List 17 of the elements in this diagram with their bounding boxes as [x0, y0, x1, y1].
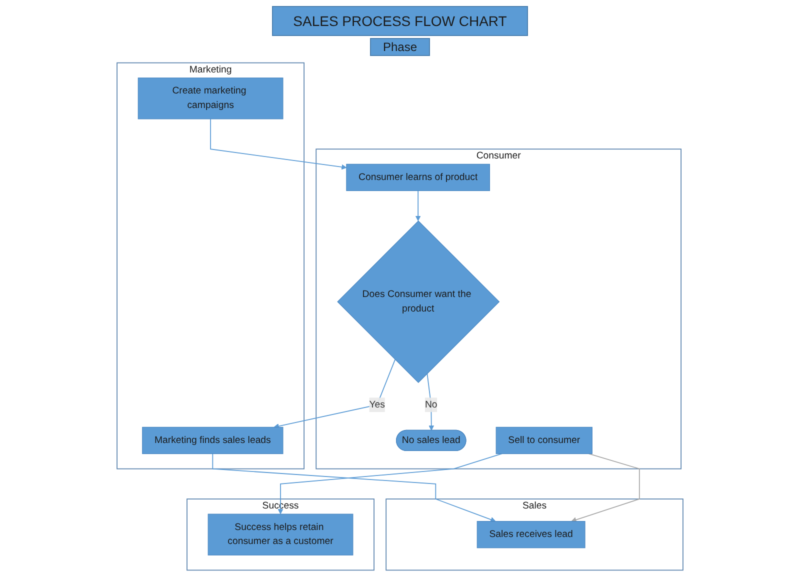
node-box: Sell to consumer	[496, 426, 592, 454]
arrow	[415, 190, 421, 222]
edge-label: No	[424, 399, 438, 410]
node-diamond: Does Consumer want the product	[337, 220, 500, 383]
arrow	[210, 118, 347, 170]
node-box: Success helps retain consumer as a customer	[208, 514, 354, 556]
title-banner: SALES PROCESS FLOW CHART	[272, 6, 528, 36]
arrow	[274, 359, 396, 429]
arrow	[278, 453, 502, 514]
edge-label: Yes	[369, 399, 385, 410]
node-box: Marketing finds sales leads	[142, 426, 284, 454]
node-box: Create marketing campaigns	[138, 78, 284, 120]
phase-header: Phase	[370, 38, 430, 56]
arrow	[571, 453, 640, 522]
arrow	[212, 453, 496, 522]
node-box: Consumer learns of product	[346, 164, 490, 192]
node-box: Sales receives lead	[476, 521, 586, 548]
